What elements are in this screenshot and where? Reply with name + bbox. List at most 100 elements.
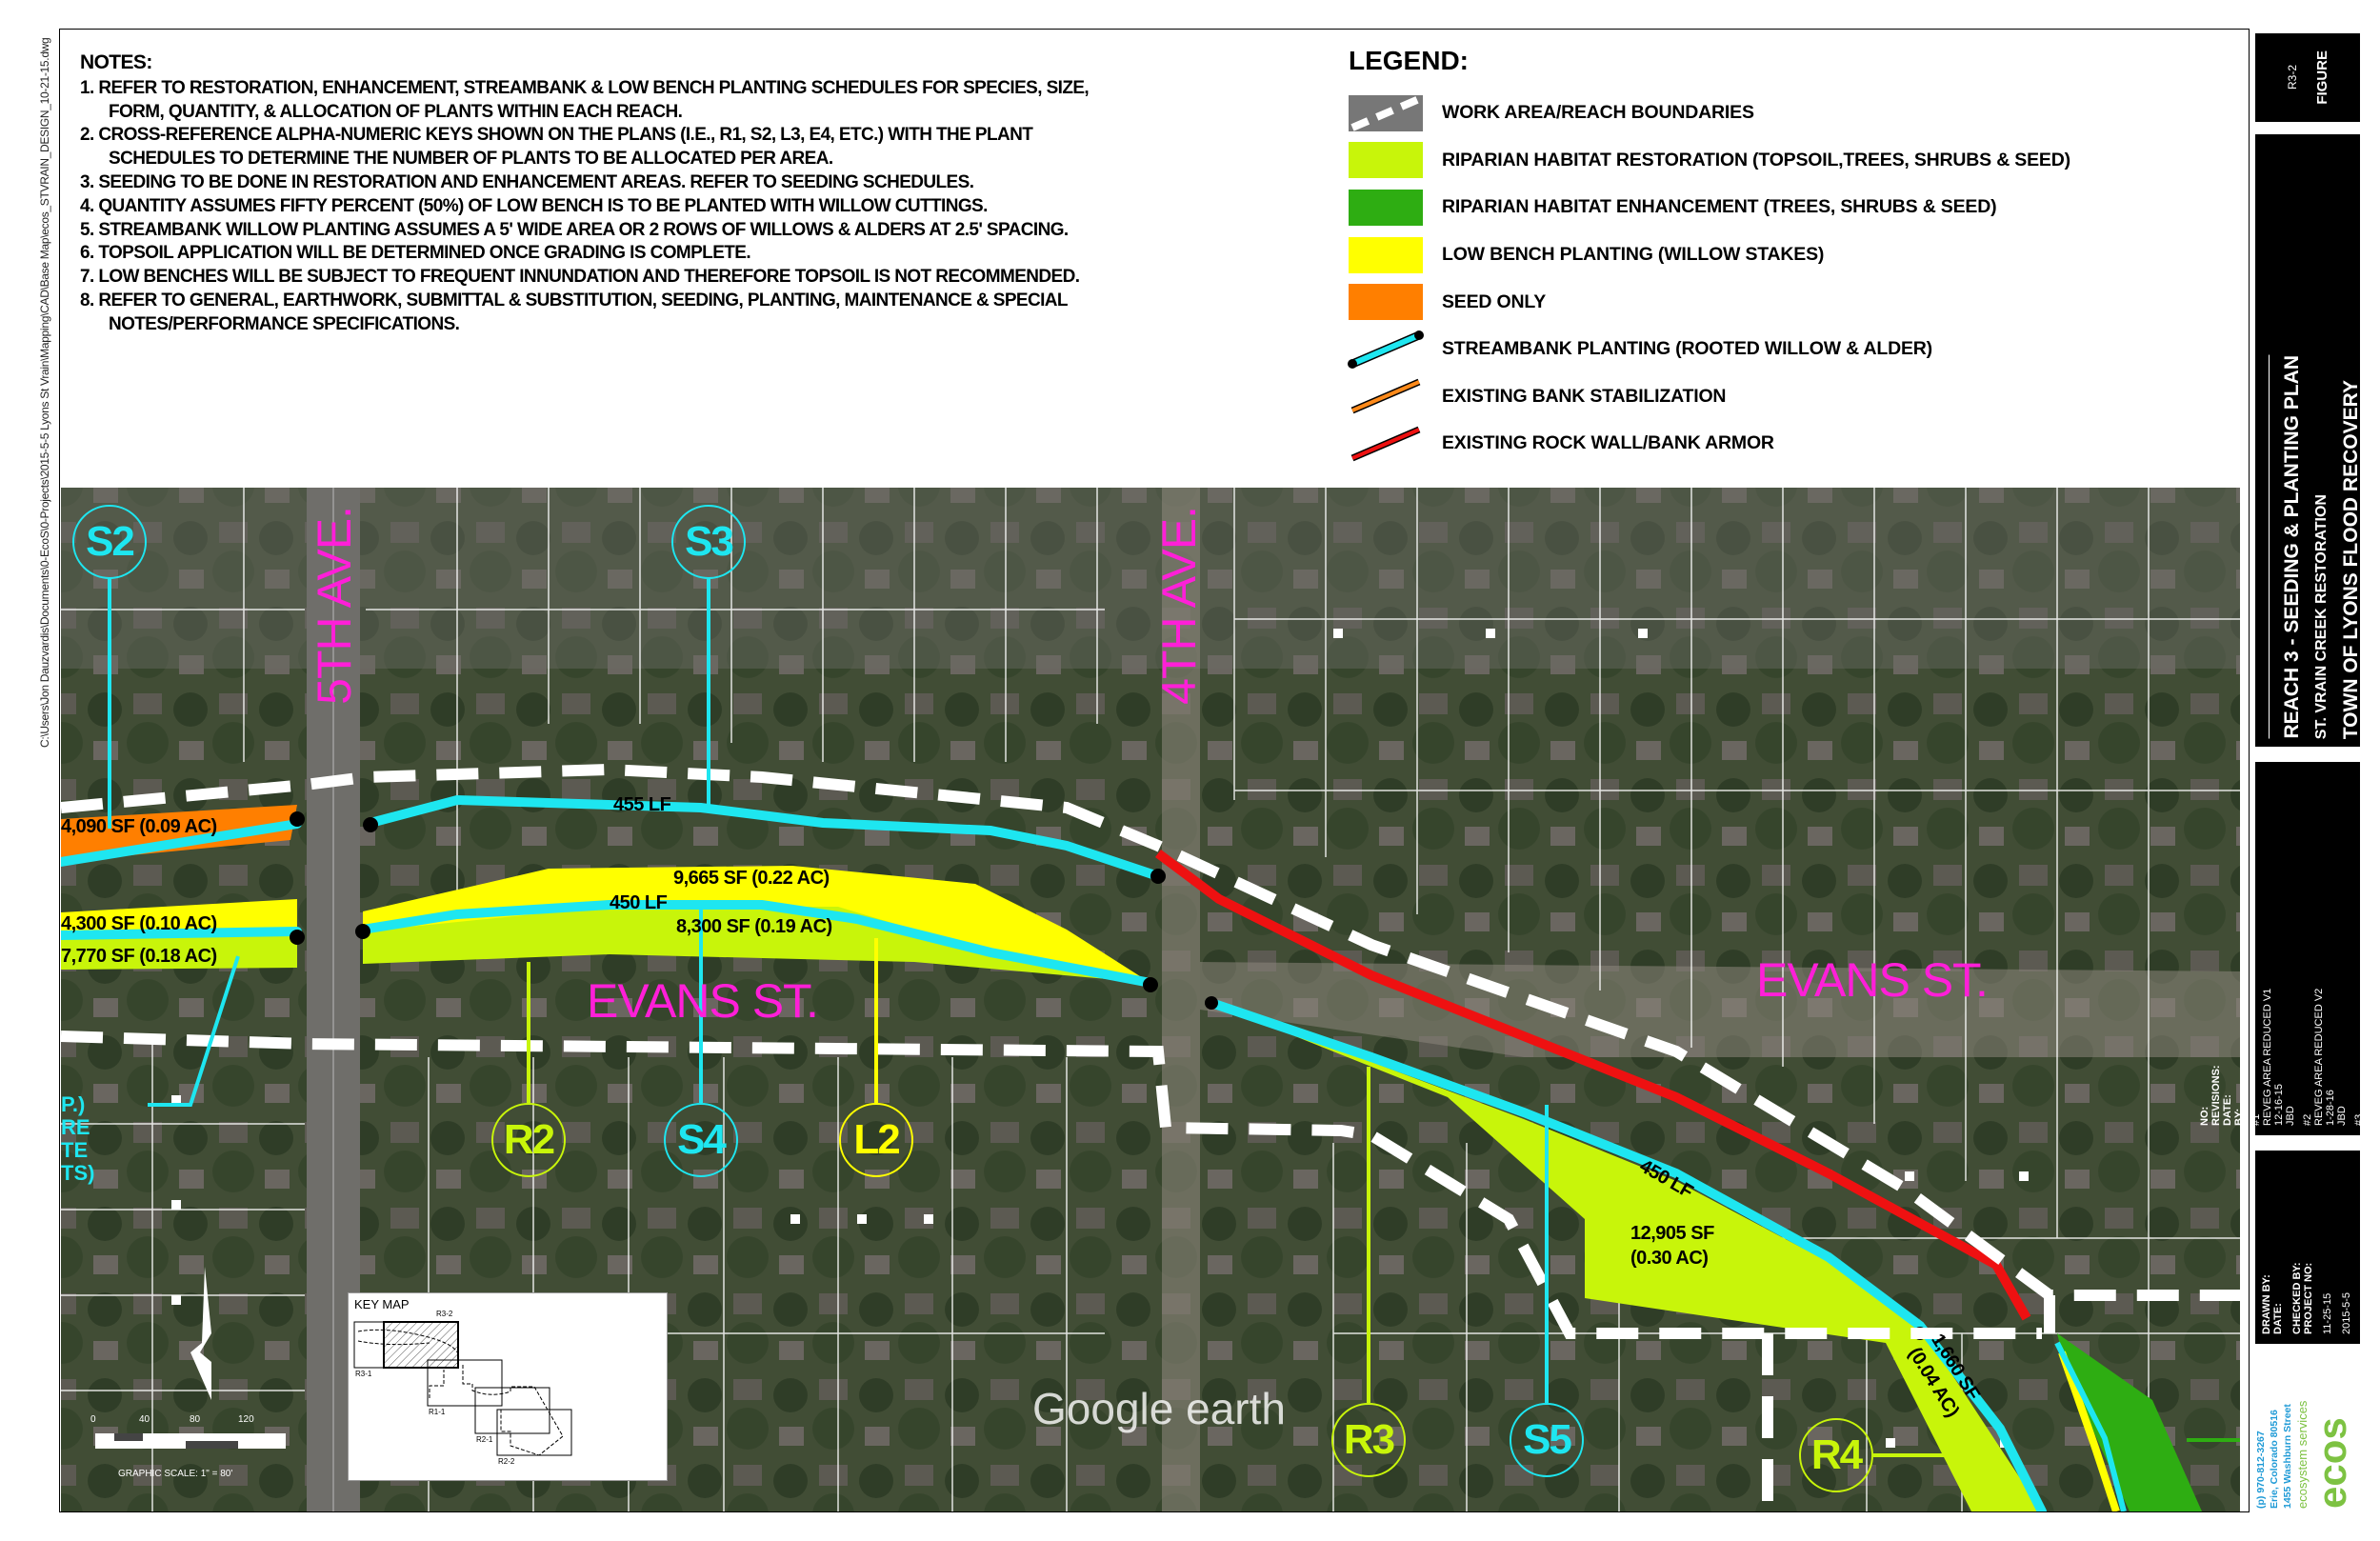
legend-label: SEED ONLY [1442,290,1547,312]
note-item-3: 3. SEEDING TO BE DONE IN RESTORATION AND… [80,171,974,192]
revision-cell: FINAL REVISIONS [2365,1036,2376,1126]
length-label: 450 LF [610,892,668,913]
figure-label: FIGURE [2313,50,2330,105]
key-map: KEY MAP R3-2 R3-1 R1-1 R2-1 R2-2 [348,1292,668,1481]
sheet-title: REACH 3 - SEEDING & PLANTING PLAN [2268,355,2304,739]
revision-cell: #2 [2302,1113,2313,1126]
enhancement-area [2057,1333,2202,1511]
note-item-5: 5. STREAMBANK WILLOW PLANTING ASSUMES A … [80,219,1069,240]
legend-label: STREAMBANK PLANTING (ROOTED WILLOW & ALD… [1442,338,1932,360]
sheet-frame [59,29,2250,1512]
address-line-1: 1455 Washburn Street [2282,1404,2293,1509]
revision-cell: DATE: [2222,1094,2233,1126]
legend-symbol [1348,330,1424,369]
key-map-title: KEY MAP [354,1297,410,1311]
key-r4: R4 [1799,1418,1873,1492]
note-item-2: SCHEDULES TO DETERMINE THE NUMBER OF PLA… [109,149,833,170]
legend-label: LOW BENCH PLANTING (WILLOW STAKES) [1442,244,1825,266]
partial-label-line: TE [61,1138,89,1162]
figure-box: FIGURE R3-2 [2255,33,2360,122]
revisions-header-row: NO:REVISIONS:DATE:BY: [2199,771,2245,1126]
low-bench-area-left [61,899,297,935]
work-area-boundary [61,763,2240,1511]
date-value: 11-25-15 [2322,1292,2333,1334]
scale-tick: 120 [238,1414,254,1425]
key-map-label: R1-1 [429,1408,446,1416]
notes-section: NOTES: 1. REFER TO RESTORATION, ENHANCEM… [80,51,1090,337]
key-leader-lines [108,578,1981,1457]
key-s3: S3 [671,505,746,579]
info-labels-col-a: DRAWN BY: DATE: [2261,1160,2284,1334]
area-label: 7,770 SF (0.18 AC) [61,946,217,967]
revision-cell: #3 [2353,1113,2365,1126]
street-label-evans-st: EVANS ST. [587,974,819,1028]
street-label-evans-st-east: EVANS ST. [1756,953,1989,1007]
note-item-1: FORM, QUANTITY, & ALLOCATION OF PLANTS W… [109,101,683,122]
key-r3: R3 [1331,1403,1406,1477]
legend-item: RIPARIAN HABITAT ENHANCEMENT (TREES, SHR… [1349,184,2070,231]
figure-number: R3-2 [2285,65,2299,90]
notes-title: NOTES: [80,51,152,73]
partial-label-line: RE [61,1115,90,1139]
legend-swatch [1349,236,1423,273]
note-item-6: 6. TOPSOIL APPLICATION WILL BE DETERMINE… [80,243,751,264]
drawn-by-label: DRAWN BY: [2261,1274,2272,1334]
revision-cell: BY: [2233,1108,2245,1126]
scale-tick: 40 [139,1414,150,1425]
rock-wall-line [1155,850,2031,1321]
project-no-label: PROJECT NO: [2303,1262,2314,1334]
legend-label: RIPARIAN HABITAT ENHANCEMENT (TREES, SHR… [1442,196,1997,218]
street-label-4th-ave: 4TH AVE. [1152,507,1206,705]
legend: LEGEND: WORK AREA/REACH BOUNDARIES RIPARI… [1348,46,2070,468]
legend-item: RIPARIAN HABITAT RESTORATION (TOPSOIL,TR… [1349,137,2070,185]
revision-cell: JBD [2336,1106,2348,1126]
project-title: TOWN OF LYONS FLOOD RECOVERY [2339,379,2362,739]
project-subtitle: ST. VRAIN CREEK RESTORATION [2312,493,2330,739]
note-item-7: 7. LOW BENCHES WILL BE SUBJECT TO FREQUE… [80,267,1080,288]
legend-item: SEED ONLY [1349,278,2070,326]
drawing-info: DRAWN BY: DATE: CHECKED BY: PROJECT NO: … [2261,1160,2352,1334]
legend-label: EXISTING BANK STABILIZATION [1442,385,1727,407]
north-arrow-icon [190,1267,211,1400]
checked-by-label: CHECKED BY: [2291,1262,2303,1334]
legend-item: STREAMBANK PLANTING (ROOTED WILLOW & ALD… [1348,326,2070,373]
revision-cell: REVISIONS: [2210,1065,2222,1126]
address-line-2: Erie, Colorado 80516 [2269,1410,2280,1509]
scale-label: GRAPHIC SCALE: 1" = 80' [118,1469,233,1479]
partial-label-line: TS) [61,1161,95,1185]
key-s5: S5 [1510,1403,1584,1477]
map-graphics [61,488,2240,1511]
legend-list: WORK AREA/REACH BOUNDARIES RIPARIAN HABIT… [1348,90,2070,468]
revision-cell: REVEG AREA REDUCED V1 [2262,988,2273,1126]
file-path-label: C:\Users\Jon Dauzvardis\Documents\0-EcoS… [38,38,51,749]
streambank-endpoints [290,811,1927,1340]
length-label: 455 LF [613,794,671,815]
drawing-info-box: DRAWN BY: DATE: CHECKED BY: PROJECT NO: … [2255,1151,2360,1344]
key-map-label: R2-1 [476,1435,493,1444]
note-item-8: 8. REFER TO GENERAL, EARTHWORK, SUBMITTA… [80,290,1069,310]
legend-swatch [1349,284,1423,321]
notes-list: 1. REFER TO RESTORATION, ENHANCEMENT, ST… [80,77,1090,337]
info-labels-col-b: CHECKED BY: PROJECT NO: [2291,1160,2314,1334]
evans-st-road [1200,962,2240,1057]
graphic-scale [95,1433,286,1449]
area-label: 9,665 SF (0.22 AC) [673,868,830,889]
google-earth-watermark: Google earth [1032,1384,1286,1433]
legend-symbol [1349,94,1423,131]
note-item-8: NOTES/PERFORMANCE SPECIFICATIONS. [109,313,460,334]
partial-label-line: P.) [61,1092,86,1116]
legend-title: LEGEND: [1349,46,1469,75]
logo-wordmark: ecos [2310,1417,2354,1509]
note-item-2: 2. CROSS-REFERENCE ALPHA-NUMERIC KEYS SH… [80,125,1033,146]
legend-label: WORK AREA/REACH BOUNDARIES [1442,102,1754,124]
area-label: 4,090 SF (0.09 AC) [61,816,217,837]
legend-label: RIPARIAN HABITAT RESTORATION (TOPSOIL,TR… [1442,149,2070,170]
key-map-label: R3-2 [436,1310,453,1318]
revision-cell: REVEG AREA REDUCED V2 [2313,988,2325,1126]
partial-label-left: P.) RE TE TS) [61,1093,94,1185]
phone-number: (p) 970-812-3267 [2255,1431,2267,1509]
